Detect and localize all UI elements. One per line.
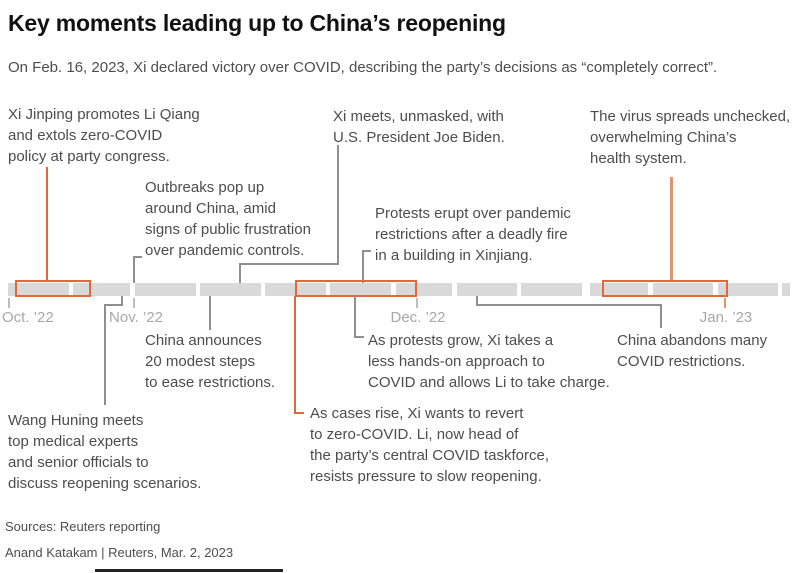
highlight-box-reopening-period — [602, 280, 728, 297]
annotation-virus-spreads: The virus spreads unchecked, overwhelmin… — [590, 108, 791, 167]
leader-line-protests — [362, 250, 364, 283]
annotation-as-protests-grow: As protests grow, Xi takes a less hands-… — [368, 332, 610, 391]
leader-line-as-protests-grow-vertical — [354, 296, 356, 338]
highlight-box-protests-period — [295, 280, 417, 297]
leader-line-wang-huning-drop — [121, 296, 123, 306]
annotation-china-announces: China announces 20 modest steps to ease … — [145, 332, 276, 391]
leader-line-wang-huning-horizontal — [104, 304, 123, 306]
month-label-nov: Nov. ’22 — [109, 309, 163, 326]
bottom-rule — [95, 569, 283, 572]
week-block — [135, 283, 196, 296]
page-title: Key moments leading up to China’s reopen… — [8, 10, 506, 36]
month-label-oct: Oct. ’22 — [2, 309, 54, 326]
tick-dec — [416, 298, 418, 308]
annotation-as-cases-rise: As cases rise, Xi wants to revert to zer… — [310, 405, 549, 485]
week-block — [396, 283, 452, 296]
annotation-xi-biden: Xi meets, unmasked, with U.S. President … — [333, 108, 505, 146]
leader-tick-as-cases-rise — [294, 412, 304, 414]
leader-line-as-cases-rise-vertical — [294, 296, 296, 414]
annotation-wang-huning: Wang Huning meets top medical experts an… — [8, 412, 202, 492]
leader-line-xi-biden-horizontal — [239, 263, 339, 265]
leader-line-xi-biden-vertical — [337, 145, 339, 265]
week-block — [782, 283, 790, 296]
month-label-dec: Dec. ’22 — [390, 309, 446, 326]
leader-line-china-abandons-drop — [476, 296, 478, 306]
week-block — [653, 283, 713, 296]
sources-line: Sources: Reuters reporting — [5, 519, 161, 534]
annotation-xi-promotes: Xi Jinping promotes Li Qiang and extols … — [8, 106, 200, 165]
leader-line-china-announces — [209, 296, 211, 330]
week-block — [73, 283, 130, 296]
highlight-box-party-congress — [15, 280, 91, 297]
leader-line-outbreaks — [133, 256, 135, 283]
tick-jan — [724, 298, 726, 308]
tick-nov — [133, 298, 135, 308]
leader-tick-protests — [362, 250, 371, 252]
week-block — [8, 283, 69, 296]
leader-tick-outbreaks — [133, 256, 142, 258]
leader-line-xi-promotes — [46, 167, 48, 281]
month-label-jan: Jan. ’23 — [699, 309, 753, 326]
tick-oct — [8, 298, 10, 308]
leader-line-xi-biden-drop — [239, 263, 241, 283]
annotation-outbreaks: Outbreaks pop up around China, amid sign… — [145, 179, 311, 259]
byline: Anand Katakam | Reuters, Mar. 2, 2023 — [5, 545, 234, 560]
leader-tick-as-protests-grow — [354, 336, 364, 338]
annotation-china-abandons: China abandons many COVID restrictions. — [617, 332, 768, 370]
subtitle: On Feb. 16, 2023, Xi declared victory ov… — [8, 59, 718, 76]
week-block — [590, 283, 648, 296]
leader-line-china-abandons-vertical — [660, 304, 662, 328]
week-block — [521, 283, 582, 296]
week-block — [200, 283, 261, 296]
leader-line-china-abandons-horizontal — [476, 304, 662, 306]
annotation-protests: Protests erupt over pandemic restriction… — [375, 205, 571, 264]
week-block — [457, 283, 517, 296]
leader-line-wang-huning-vertical — [104, 304, 106, 405]
week-block — [330, 283, 391, 296]
leader-line-virus-spreads — [670, 177, 673, 281]
week-block — [718, 283, 778, 296]
